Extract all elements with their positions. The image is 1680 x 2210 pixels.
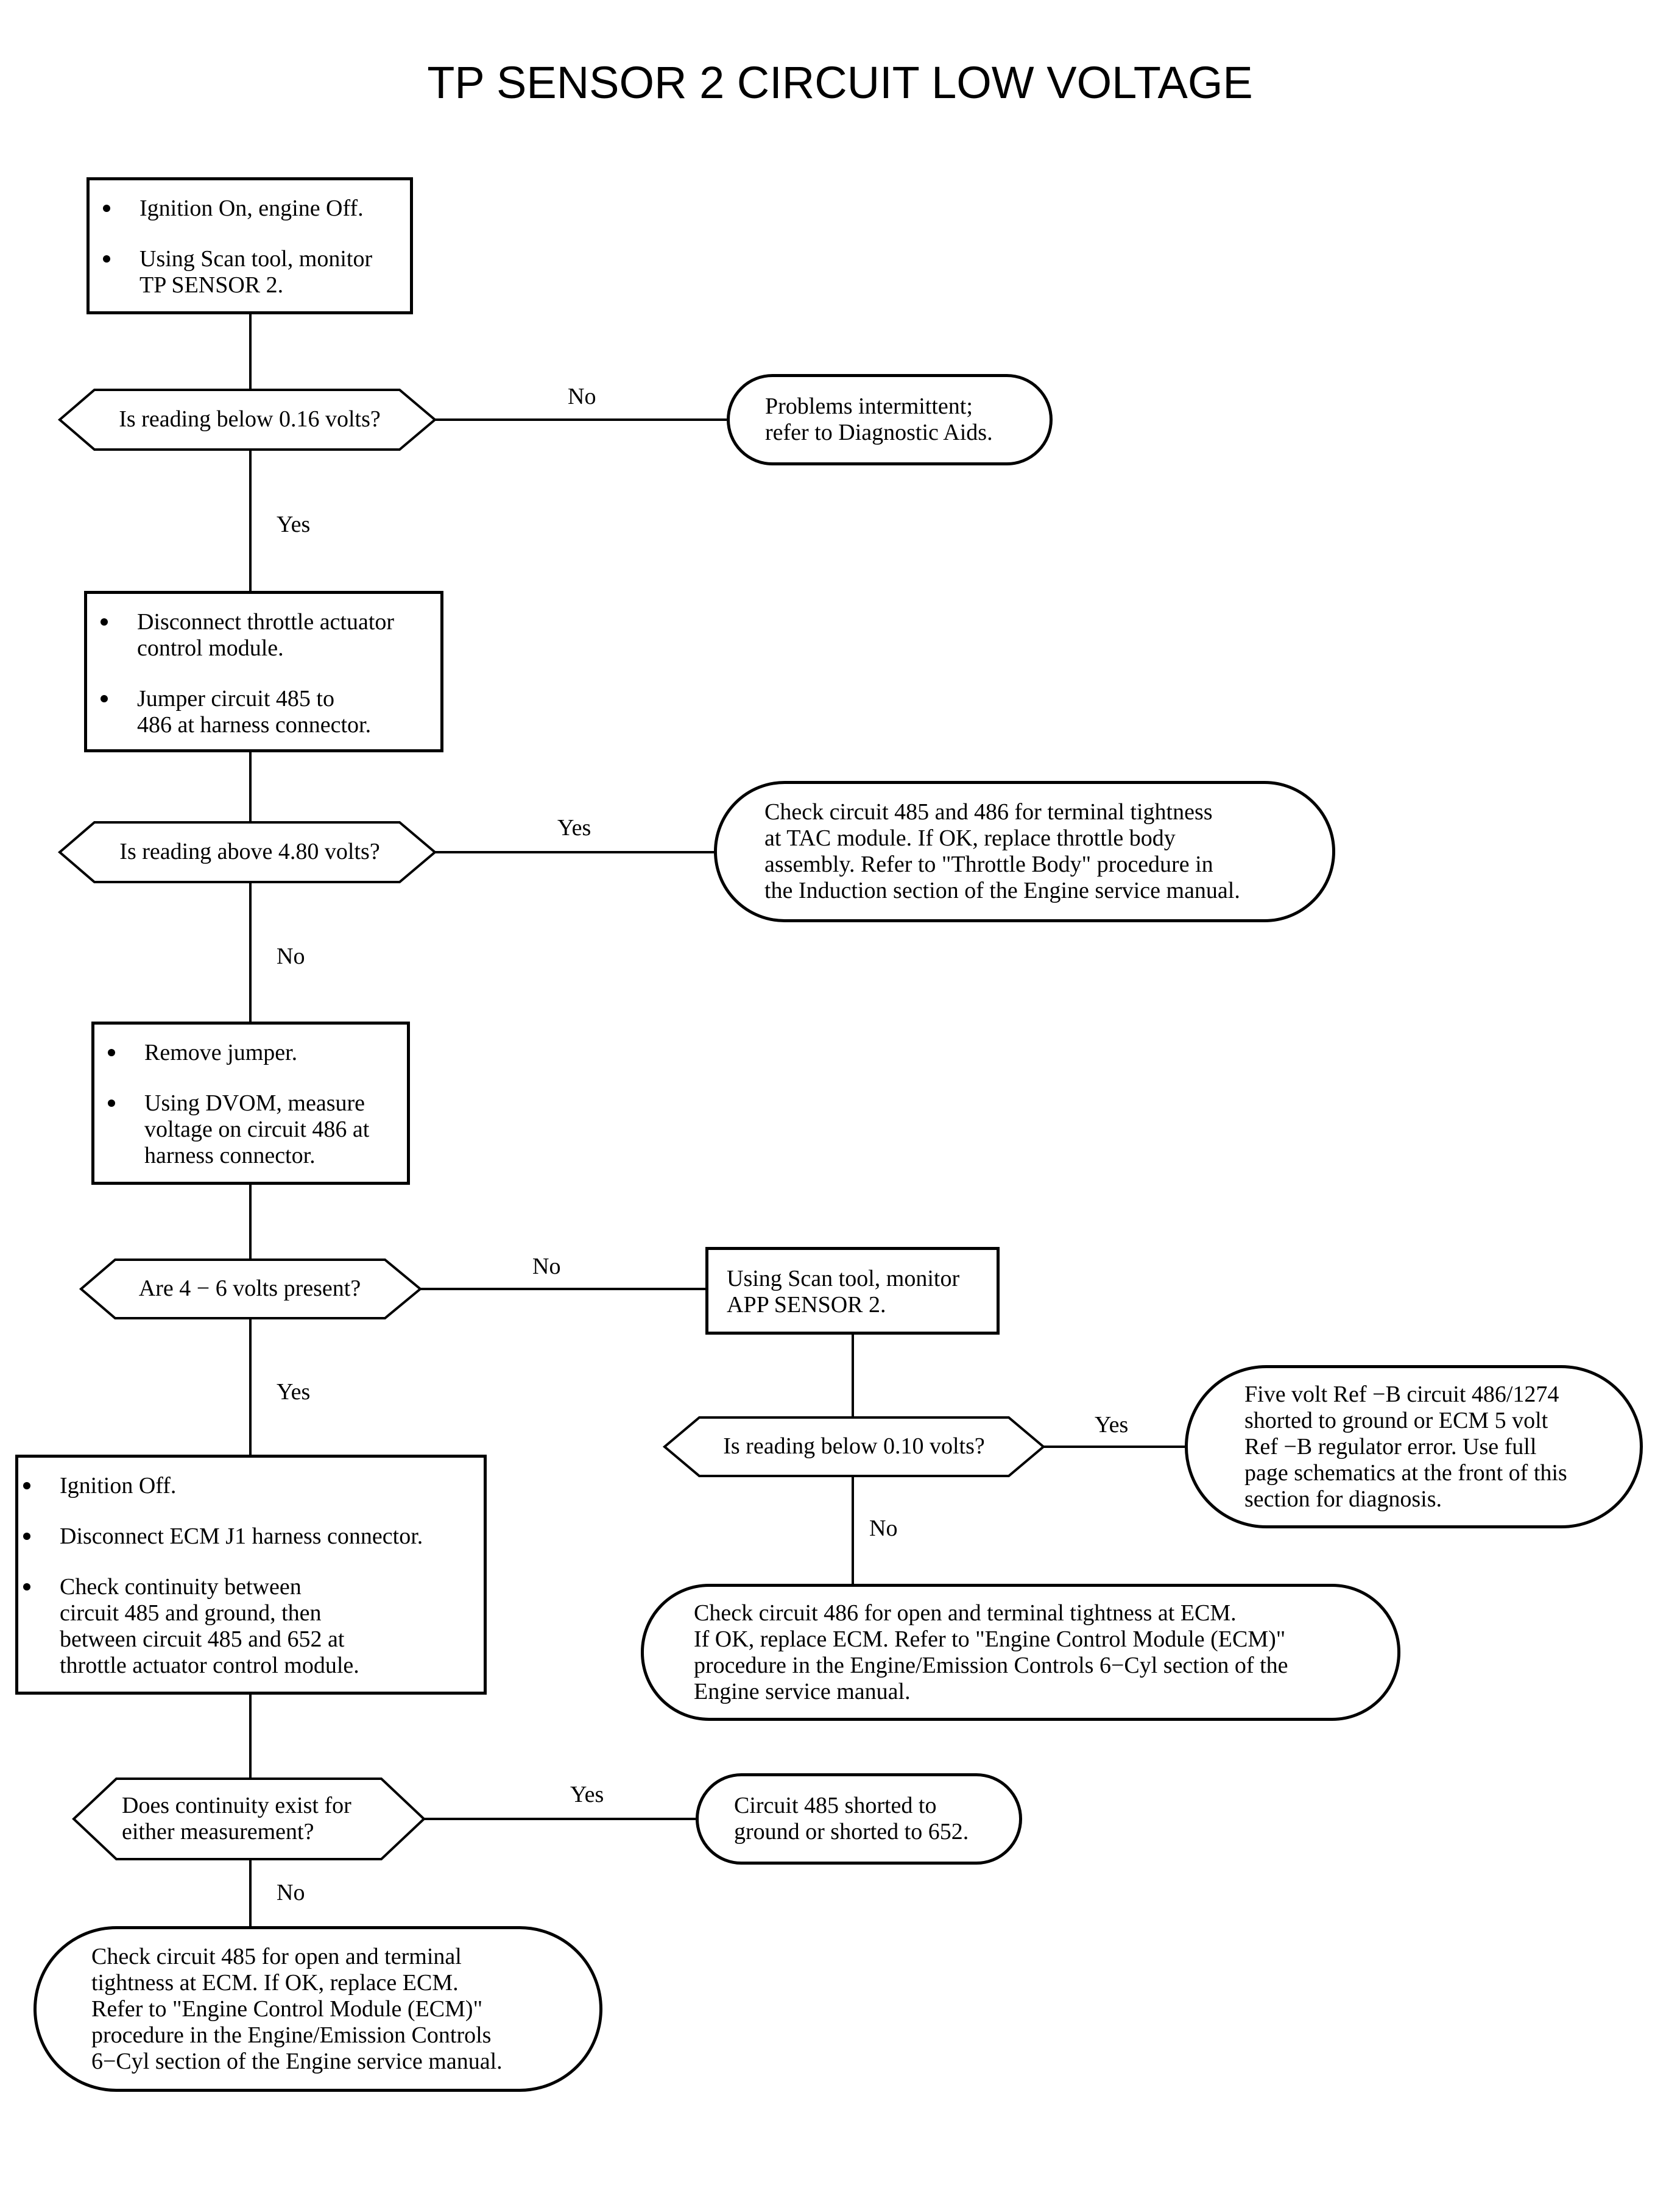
branch-label-no: No [277,944,305,969]
branch-label-yes: Yes [277,512,311,537]
branch-label-no: No [532,1254,561,1279]
step-2-item: Jumper circuit 485 to 486 at harness con… [87,686,434,738]
decision-d3-shape [79,1259,423,1319]
branch-label-yes: Yes [570,1782,604,1807]
step-4-list: Ignition Off. Disconnect ECM J1 harness … [10,1473,478,1679]
decision-d5-shape [72,1778,426,1860]
step-remove-jumper-box: Remove jumper. Using DVOM, measure volta… [91,1022,410,1185]
branch-label-yes: Yes [277,1379,311,1405]
step-1-item: Using Scan tool, monitor TP SENSOR 2. [90,246,404,298]
branch-label-no: No [277,1880,305,1905]
step-1-item: Ignition On, engine Off. [90,196,404,222]
step-3-item: Using DVOM, measure voltage on circuit 4… [94,1090,401,1169]
step-monitor-app-sensor-text: Using Scan tool, monitor APP SENSOR 2. [727,1266,960,1318]
step-4-item: Disconnect ECM J1 harness connector. [10,1523,478,1550]
result-check-tac-terminals: Check circuit 485 and 486 for terminal t… [714,781,1335,922]
page-title: TP SENSOR 2 CIRCUIT LOW VOLTAGE [427,57,1253,108]
step-disconnect-tac-box: Disconnect throttle actuator control mod… [84,591,443,752]
result-check-486-ecm-text: Check circuit 486 for open and terminal … [694,1600,1288,1704]
result-ref-b-short-text: Five volt Ref −B circuit 486/1274 shorte… [1244,1381,1567,1512]
branch-label-yes: Yes [557,815,591,841]
branch-label-no: No [869,1516,898,1541]
branch-label-no: No [568,384,596,409]
result-check-486-ecm: Check circuit 486 for open and terminal … [641,1584,1400,1721]
result-circuit-485-shorted-text: Circuit 485 shorted to ground or shorted… [734,1793,969,1845]
decision-d5-text: Does continuity exist for either measure… [122,1793,351,1845]
decision-d1-shape [57,389,437,451]
step-4-item: Ignition Off. [10,1473,478,1499]
result-ref-b-short: Five volt Ref −B circuit 486/1274 shorte… [1185,1365,1643,1528]
decision-d1-text: Is reading below 0.16 volts? [119,406,381,432]
result-intermittent-text: Problems intermittent; refer to Diagnost… [765,394,993,445]
step-check-continuity-box: Ignition Off. Disconnect ECM J1 harness … [15,1455,487,1695]
decision-d4-text: Is reading below 0.10 volts? [723,1433,985,1459]
result-circuit-485-shorted: Circuit 485 shorted to ground or shorted… [696,1773,1022,1865]
decision-d2-shape [57,821,437,883]
decision-d3-text: Are 4 − 6 volts present? [138,1276,361,1301]
step-ignition-on-box: Ignition On, engine Off. Using Scan tool… [86,177,413,314]
branch-label-yes: Yes [1095,1412,1129,1438]
step-monitor-app-sensor-box: Using Scan tool, monitor APP SENSOR 2. [705,1247,1000,1335]
result-intermittent: Problems intermittent; refer to Diagnost… [727,374,1053,465]
result-check-485-ecm-text: Check circuit 485 for open and terminal … [91,1943,503,2074]
step-3-list: Remove jumper. Using DVOM, measure volta… [94,1040,401,1169]
result-check-485-ecm: Check circuit 485 for open and terminal … [34,1926,602,2092]
step-2-list: Disconnect throttle actuator control mod… [87,609,434,738]
result-check-tac-terminals-text: Check circuit 485 and 486 for terminal t… [764,799,1240,903]
step-1-list: Ignition On, engine Off. Using Scan tool… [90,196,404,298]
step-4-item: Check continuity between circuit 485 and… [10,1574,478,1679]
decision-d2-text: Is reading above 4.80 volts? [119,839,380,864]
step-2-item: Disconnect throttle actuator control mod… [87,609,434,662]
step-3-item: Remove jumper. [94,1040,401,1066]
decision-d4-shape [662,1416,1046,1477]
